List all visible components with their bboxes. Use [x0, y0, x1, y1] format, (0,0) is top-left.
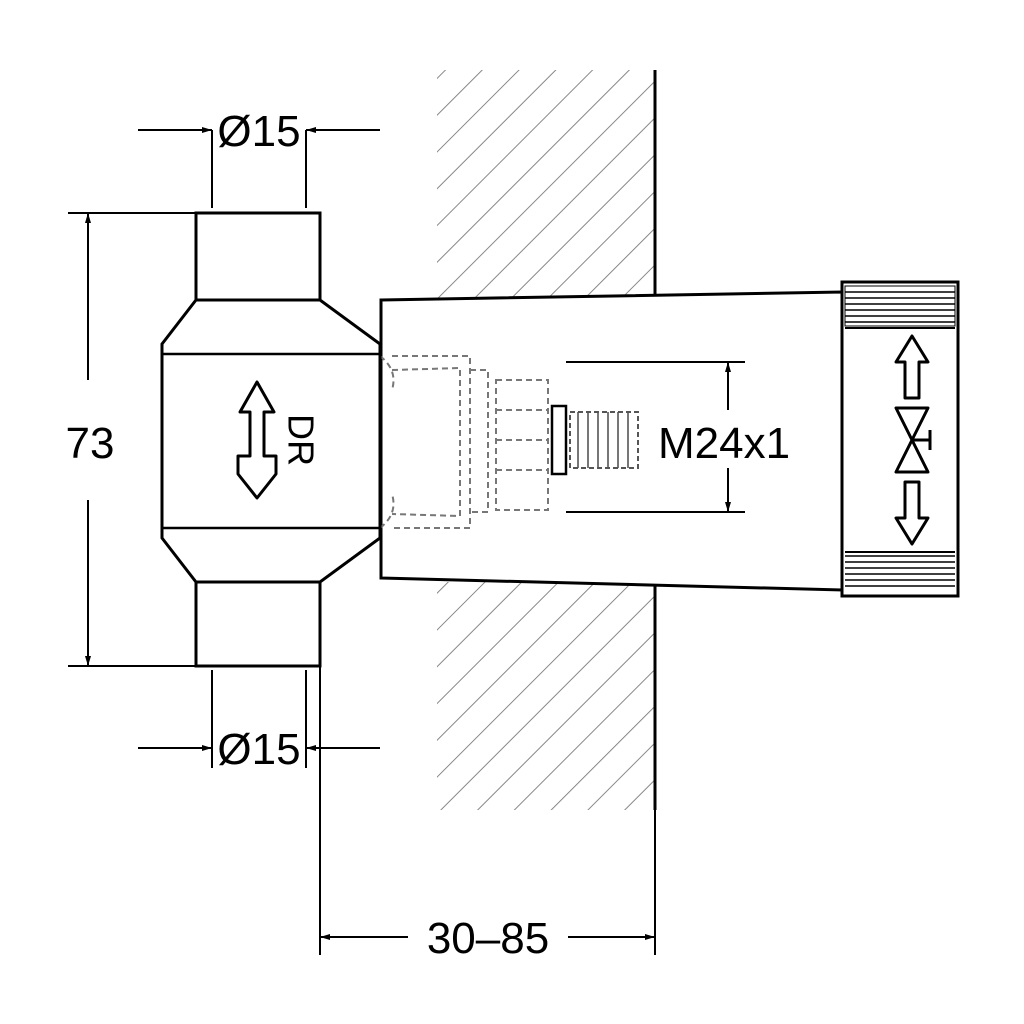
spindle: [550, 404, 639, 476]
hidden-internal-parts: [379, 355, 549, 529]
body-label: DR: [280, 414, 321, 466]
depth-label: 30–85: [427, 914, 549, 963]
bottom-diameter-label: Ø15: [217, 725, 300, 774]
thread-dimension: [566, 361, 745, 513]
height-label: 73: [66, 419, 115, 468]
threaded-cap: [840, 280, 960, 598]
up-arrow-icon: [894, 334, 930, 400]
valve-body: [160, 211, 382, 668]
depth-dimension: [319, 666, 656, 955]
flow-arrow-icon: [236, 380, 278, 500]
down-arrow-icon: [894, 480, 930, 546]
wall-section: [437, 70, 657, 810]
bottom-diameter-dimension: [138, 670, 380, 768]
valve-icon: [894, 406, 932, 474]
top-diameter-dimension: [138, 127, 380, 208]
height-dimension: [68, 212, 196, 667]
thread-label: M24x1: [658, 419, 790, 468]
top-diameter-label: Ø15: [217, 107, 300, 156]
